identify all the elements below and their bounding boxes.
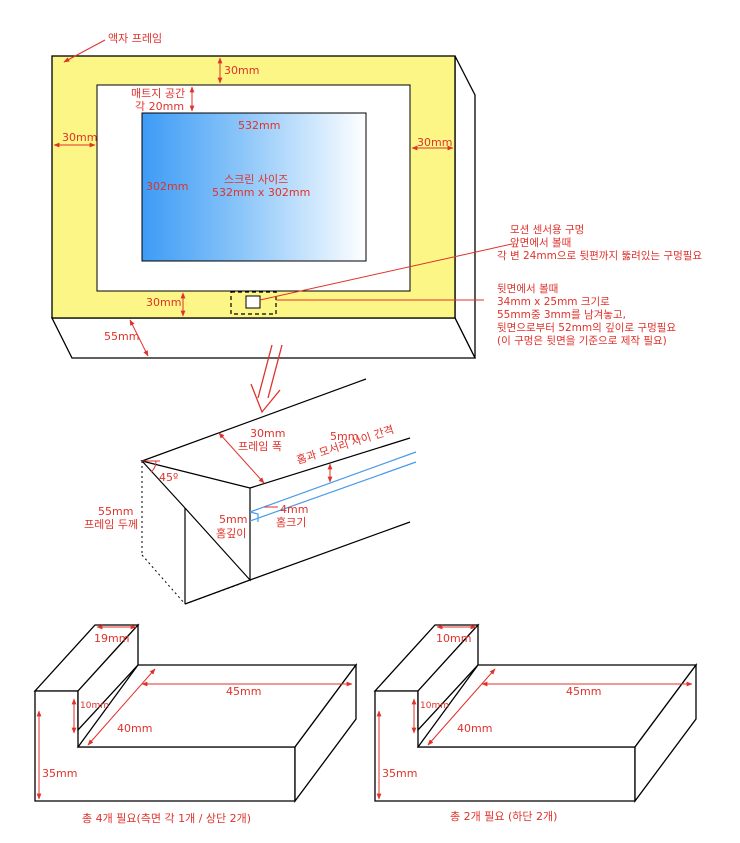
screen-width-label: 532mm [238, 119, 280, 132]
angle-label: 45º [159, 471, 178, 484]
part-b-height-label: 35mm [382, 767, 417, 780]
part-b-lip-width-label: 10mm [436, 632, 471, 645]
right-margin-label: 30mm [417, 136, 452, 149]
svg-text:앞면에서 볼때: 앞면에서 볼때 [510, 237, 571, 249]
screen-height-label: 302mm [146, 180, 188, 193]
svg-text:모션 센서용 구멍: 모션 센서용 구멍 [510, 224, 584, 236]
svg-text:뒷면에서 볼때: 뒷면에서 볼때 [497, 282, 558, 295]
thickness-label-line2: 프레임 두께 [84, 518, 138, 531]
frame-label: 액자 프레임 [108, 32, 162, 45]
part-b: 10mm 10mm 45mm 40mm 35mm 총 2개 필요 (하단 2개) [373, 623, 698, 823]
part-a-caption: 총 4개 필요(측면 각 1개 / 상단 2개) [82, 812, 251, 825]
groove-depth-label-line2: 홈깊이 [216, 526, 246, 540]
screen-area [141, 112, 367, 262]
part-a-length-label: 45mm [226, 685, 261, 698]
part-b-lip-height-label: 10mm [420, 701, 449, 711]
groove-depth-label-line1: 5mm [219, 513, 247, 526]
motion-sensor-note: 모션 센서용 구멍 앞면에서 볼때 각 변 24mm으로 뒷편까지 뚫려있는 구… [497, 224, 702, 262]
screen-label-line2: 532mm x 302mm [212, 186, 310, 199]
top-margin-label: 30mm [224, 64, 259, 77]
svg-text:55mm중 3mm를 남겨놓고,: 55mm중 3mm를 남겨놓고, [497, 309, 626, 321]
top-view: 액자 프레임 30mm 매트지 공간 각 20mm 532mm 302mm 스크… [50, 32, 702, 414]
mat-label-line1: 매트지 공간 [131, 87, 185, 100]
screen-label-line1: 스크린 사이즈 [224, 173, 288, 186]
svg-text:뒷면으로부터 52mm의 깊이로 구멍필요: 뒷면으로부터 52mm의 깊이로 구멍필요 [497, 321, 676, 334]
svg-text:각 변 24mm으로 뒷편까지 뚫려있는 구멍필요: 각 변 24mm으로 뒷편까지 뚫려있는 구멍필요 [497, 249, 702, 262]
groove-gap-label-line1: 5mm [330, 430, 358, 443]
part-a-height-label: 35mm [42, 767, 77, 780]
frame-width-label-line2: 프레임 폭 [238, 440, 282, 453]
sensor-hole-outline [230, 291, 277, 315]
mat-label-line2: 각 20mm [135, 100, 184, 113]
thickness-label-line1: 55mm [98, 505, 133, 518]
svg-text:(이 구멍은 뒷면을 기준으로 제작 필요): (이 구멍은 뒷면을 기준으로 제작 필요) [497, 334, 667, 347]
part-b-base-depth-label: 40mm [457, 722, 492, 735]
frame-side-face [454, 55, 476, 359]
svg-text:34mm x 25mm 크기로: 34mm x 25mm 크기로 [497, 296, 610, 308]
groove-size-label-line2: 홈크기 [276, 515, 306, 529]
profile-view: 45º 30mm 프레임 폭 5mm 홈과 모서리 사이 간격 55mm 프레임… [84, 378, 417, 605]
depth-label: 55mm [104, 330, 139, 343]
left-margin-label: 30mm [62, 131, 97, 144]
bottom-margin-label: 30mm [146, 296, 181, 309]
groove-gap-label-line2: 홈과 모서리 사이 간격 [295, 422, 396, 467]
groove-size-label-line1: 4mm [280, 503, 308, 516]
part-b-caption: 총 2개 필요 (하단 2개) [450, 809, 557, 823]
part-a-base-depth-label: 40mm [117, 722, 152, 735]
sensor-hole [245, 295, 261, 309]
part-a-lip-height-label: 10mm [80, 701, 109, 711]
frame-width-label-line1: 30mm [250, 427, 285, 440]
part-a-lip-width-label: 19mm [94, 632, 129, 645]
down-arrow-icon [250, 344, 283, 414]
part-a: 19mm 10mm 45mm 40mm 35mm 총 4개 필요(측면 각 1개… [33, 623, 358, 825]
part-b-length-label: 45mm [566, 685, 601, 698]
back-hole-note: 뒷면에서 볼때 34mm x 25mm 크기로 55mm중 3mm를 남겨놓고,… [497, 282, 676, 347]
